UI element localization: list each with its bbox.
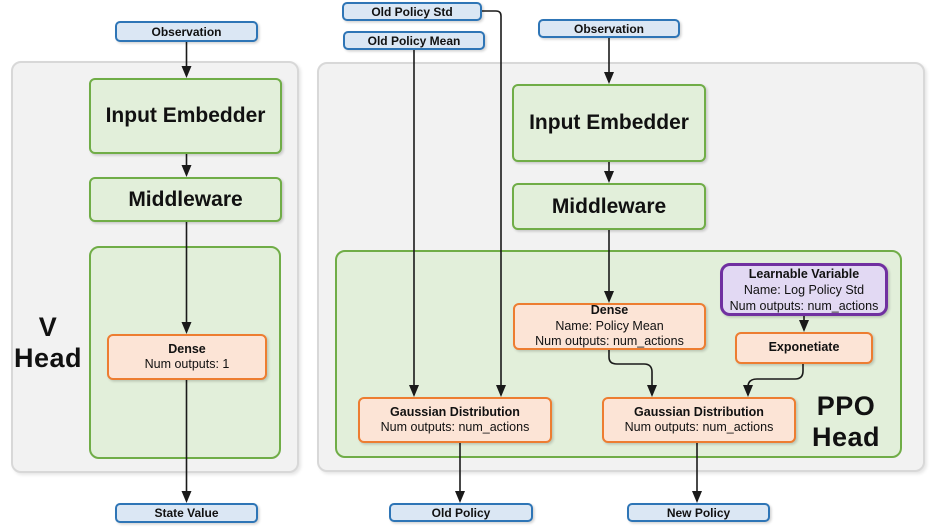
input-embedder-block-right: Input Embedder	[512, 84, 706, 162]
old-policy-label: Old Policy	[431, 505, 491, 520]
gaussian-old-title: Gaussian Distribution	[390, 404, 520, 419]
middleware-label-left: Middleware	[128, 187, 243, 211]
learnable-variable-block: Learnable Variable Name: Log Policy Std …	[720, 263, 888, 316]
dense-block-policy-mean: Dense Name: Policy Mean Num outputs: num…	[513, 303, 706, 350]
observation-input-left: Observation	[115, 21, 258, 42]
learnable-variable-outputs: Num outputs: num_actions	[729, 298, 879, 313]
observation-label-right: Observation	[573, 21, 645, 36]
old-policy-mean-label: Old Policy Mean	[367, 33, 461, 48]
exponetiate-label: Exponetiate	[768, 340, 840, 355]
middleware-block-right: Middleware	[512, 183, 706, 230]
learnable-variable-title: Learnable Variable	[748, 266, 860, 281]
old-policy-mean-input: Old Policy Mean	[343, 31, 485, 50]
v-head-label-line2: Head	[13, 343, 83, 373]
ppo-head-label-line2: Head	[811, 422, 881, 452]
old-policy-std-input: Old Policy Std	[342, 2, 482, 21]
dense-title-v: Dense	[168, 341, 206, 356]
new-policy-output: New Policy	[627, 503, 770, 522]
v-head-label-line1: V	[38, 312, 58, 342]
gaussian-distribution-old-block: Gaussian Distribution Num outputs: num_a…	[358, 397, 552, 443]
dense-name-policy-mean: Name: Policy Mean	[555, 318, 664, 333]
input-embedder-label-left: Input Embedder	[105, 104, 266, 127]
gaussian-old-outputs: Num outputs: num_actions	[380, 420, 530, 434]
new-policy-label: New Policy	[666, 505, 731, 520]
observation-input-right: Observation	[538, 19, 680, 38]
learnable-variable-name: Name: Log Policy Std	[743, 282, 865, 297]
gaussian-distribution-new-block: Gaussian Distribution Num outputs: num_a…	[602, 397, 796, 443]
state-value-output: State Value	[115, 503, 258, 523]
dense-outputs-policy-mean: Num outputs: num_actions	[535, 334, 684, 349]
old-policy-std-label: Old Policy Std	[371, 4, 453, 19]
state-value-label: State Value	[154, 506, 219, 520]
observation-label-left: Observation	[151, 24, 222, 39]
exponetiate-block: Exponetiate	[735, 332, 873, 364]
middleware-block-left: Middleware	[89, 177, 282, 222]
dense-title-policy-mean: Dense	[590, 303, 629, 318]
dense-outputs-v: Num outputs: 1	[144, 357, 230, 371]
v-head-label: V Head	[10, 312, 86, 374]
ppo-head-label: PPO Head	[798, 391, 894, 453]
old-policy-output: Old Policy	[389, 503, 533, 522]
input-embedder-label-right: Input Embedder	[529, 111, 689, 134]
gaussian-new-title: Gaussian Distribution	[634, 404, 764, 419]
middleware-label-right: Middleware	[551, 194, 667, 218]
dense-block-v: Dense Num outputs: 1	[107, 334, 267, 380]
ppo-head-label-line1: PPO	[816, 391, 876, 421]
gaussian-new-outputs: Num outputs: num_actions	[624, 420, 774, 434]
input-embedder-block-left: Input Embedder	[89, 78, 282, 154]
